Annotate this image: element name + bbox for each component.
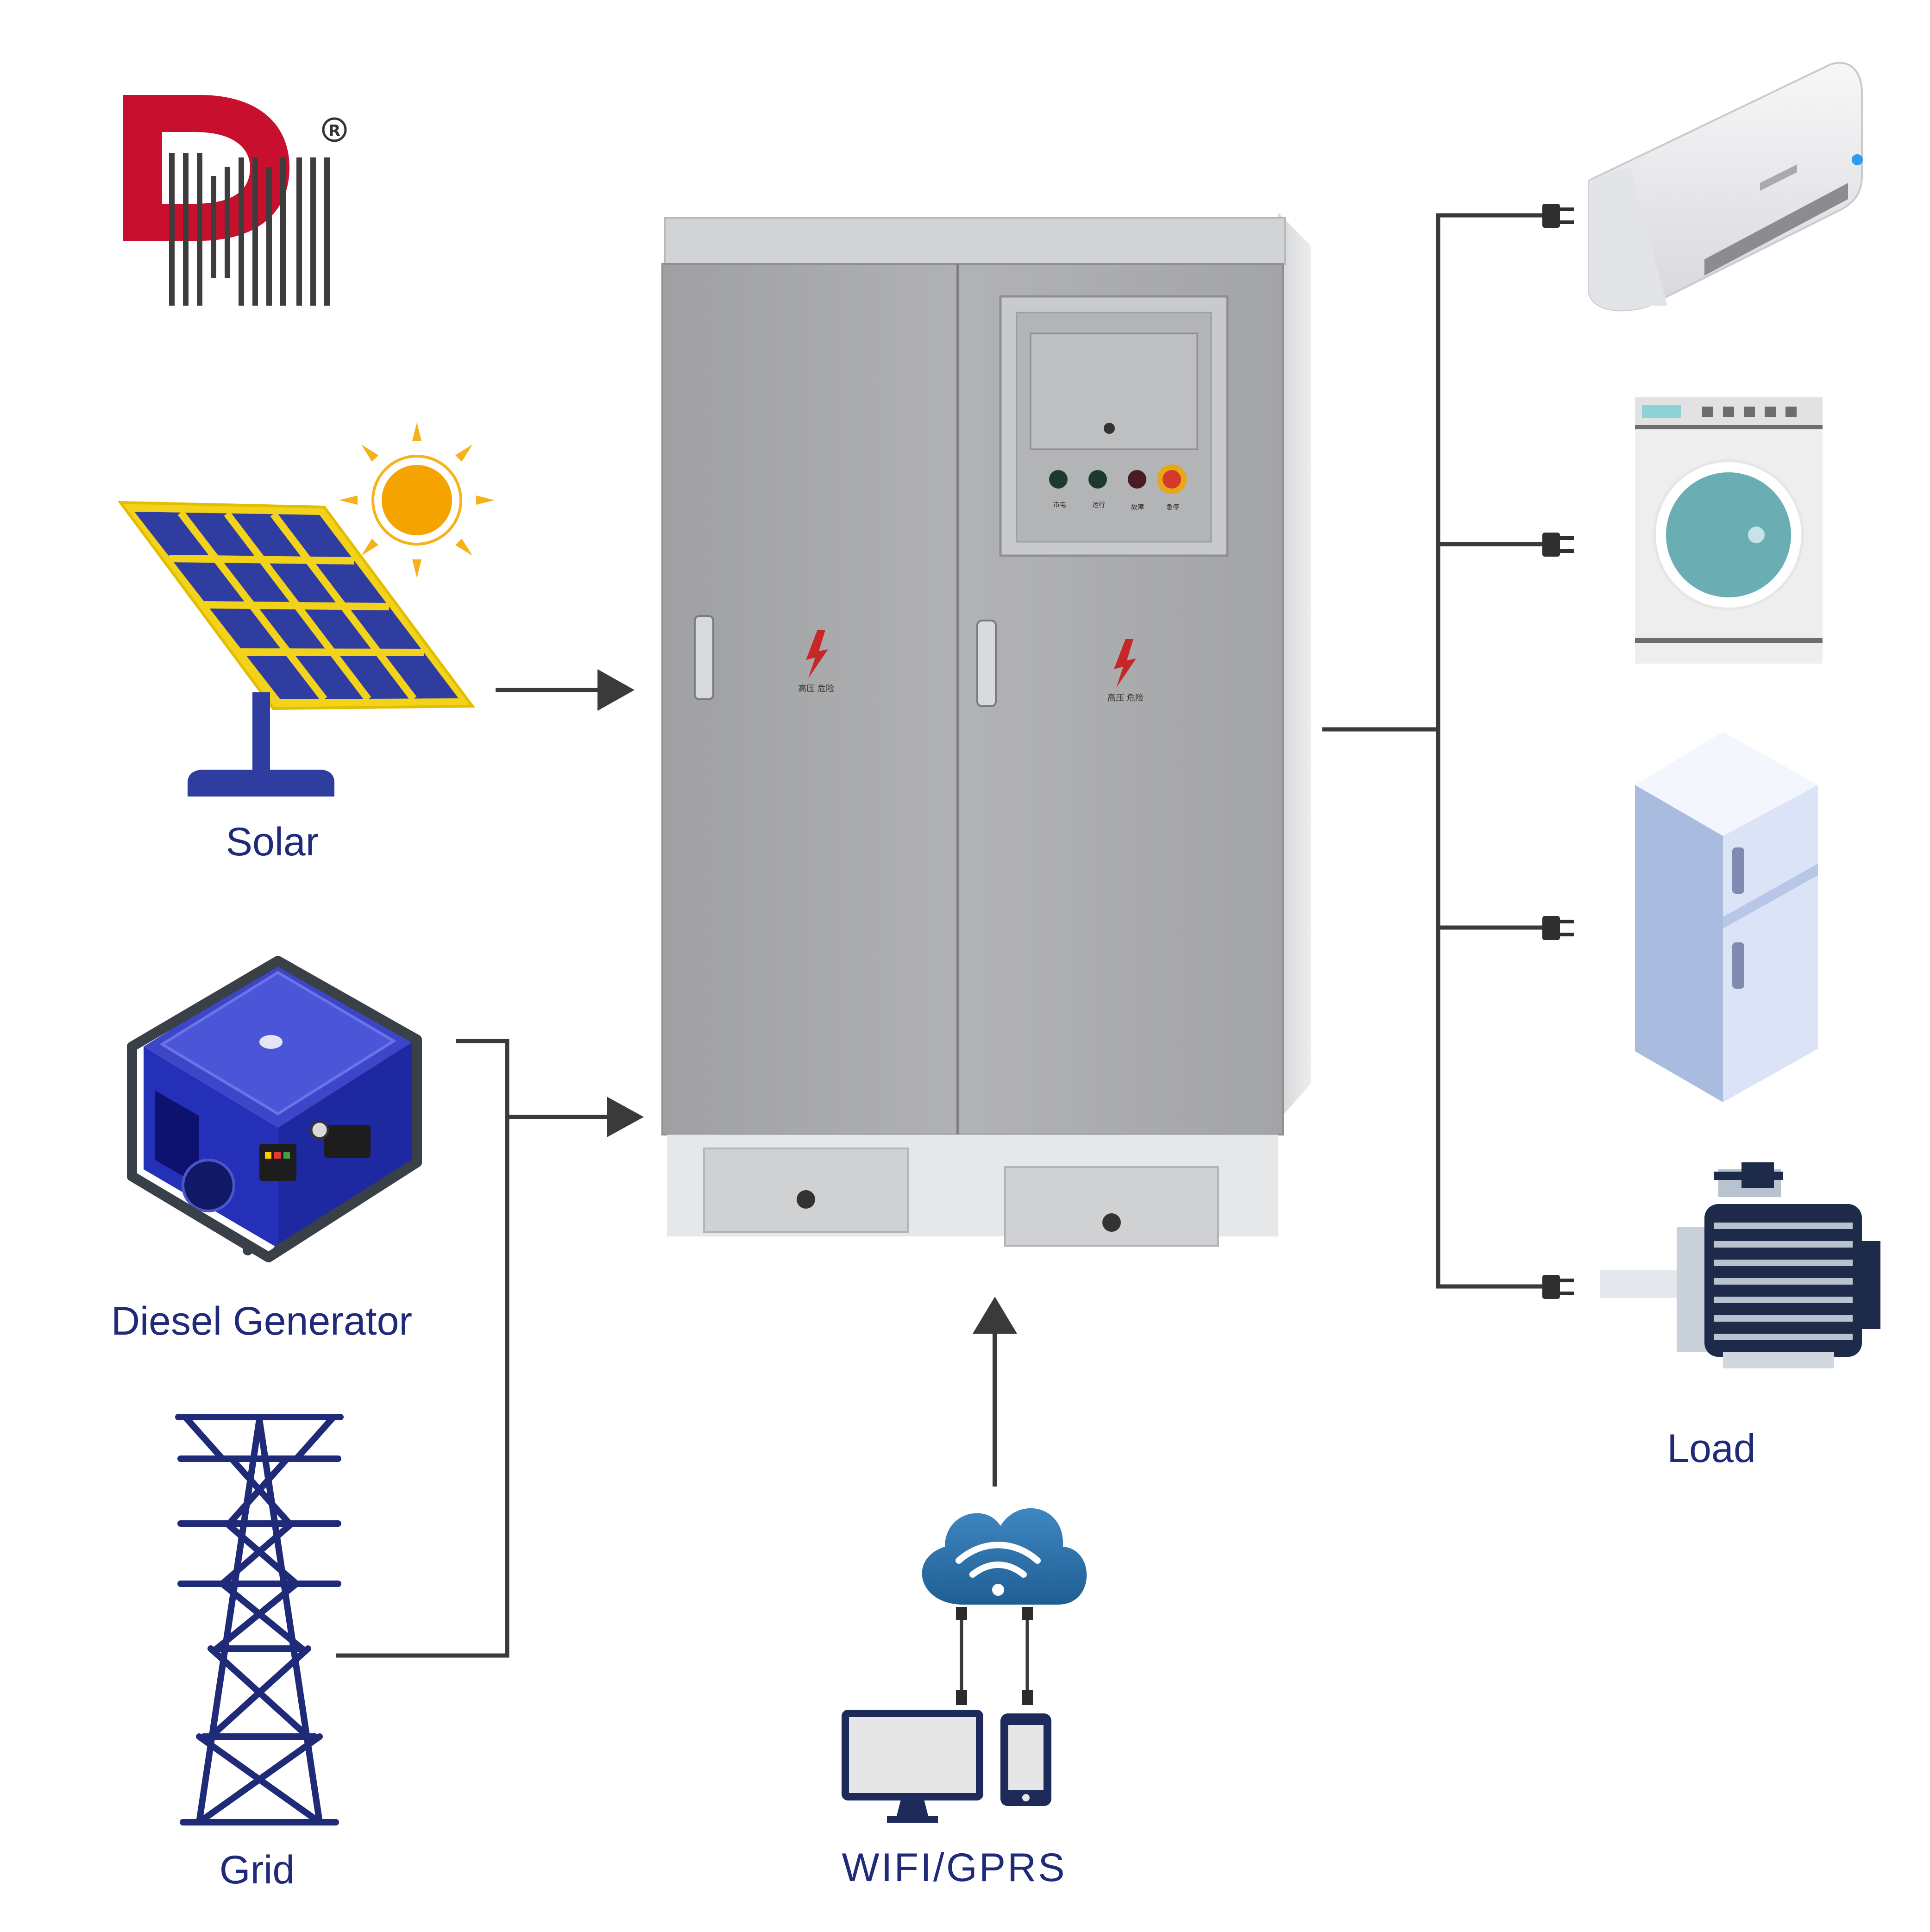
communication-arrow xyxy=(973,1297,1017,1334)
connector-lines-left xyxy=(336,688,616,1658)
grid-label: Grid xyxy=(219,1848,295,1892)
indicator-light-3 xyxy=(1128,470,1146,489)
door-handle-left xyxy=(694,615,714,700)
indicator-label-4: 急停 xyxy=(1166,503,1179,511)
mobile-phone-icon xyxy=(1000,1713,1051,1806)
door-handle-right xyxy=(976,620,997,707)
high-voltage-icon-right xyxy=(1114,639,1136,688)
washing-machine-icon xyxy=(1635,397,1823,664)
solar-panel-icon xyxy=(117,501,475,797)
communication-label: WIFI/GPRS xyxy=(842,1845,1067,1890)
diesel-generator-icon xyxy=(127,956,422,1262)
generator-grid-arrow xyxy=(607,1097,644,1137)
svg-text:R: R xyxy=(328,122,340,140)
warning-text-left: 高压 危险 xyxy=(798,684,834,694)
sun-icon xyxy=(339,422,495,578)
refrigerator-icon xyxy=(1635,732,1818,1102)
power-cabinet: 市电 运行 故障 急停 高压 危险 高压 危险 xyxy=(661,213,1311,1247)
solar-arrow xyxy=(597,669,635,711)
air-conditioner-icon xyxy=(1588,62,1863,312)
registered-icon xyxy=(322,117,347,142)
indicator-light-2 xyxy=(1088,470,1107,489)
connector-lines-right xyxy=(1322,213,1542,1289)
load-label: Load xyxy=(1667,1426,1756,1471)
indicator-label-1: 市电 xyxy=(1053,501,1066,509)
warning-text-right: 高压 危险 xyxy=(1107,693,1144,703)
plug-icons xyxy=(1542,204,1574,1299)
brand-logo: R xyxy=(123,95,347,306)
cloud-wifi-icon xyxy=(922,1508,1087,1605)
solar-label: Solar xyxy=(226,820,319,864)
diesel-generator-label: Diesel Generator xyxy=(111,1299,413,1343)
high-voltage-icon-left xyxy=(806,630,828,678)
grid-tower-icon xyxy=(175,1414,344,1825)
indicator-light-1 xyxy=(1049,470,1068,489)
computer-monitor-icon xyxy=(842,1710,983,1823)
indicator-label-3: 故障 xyxy=(1131,504,1144,511)
device-links xyxy=(960,1612,1029,1690)
indicator-label-2: 运行 xyxy=(1092,502,1105,509)
motor-icon xyxy=(1600,1162,1880,1368)
